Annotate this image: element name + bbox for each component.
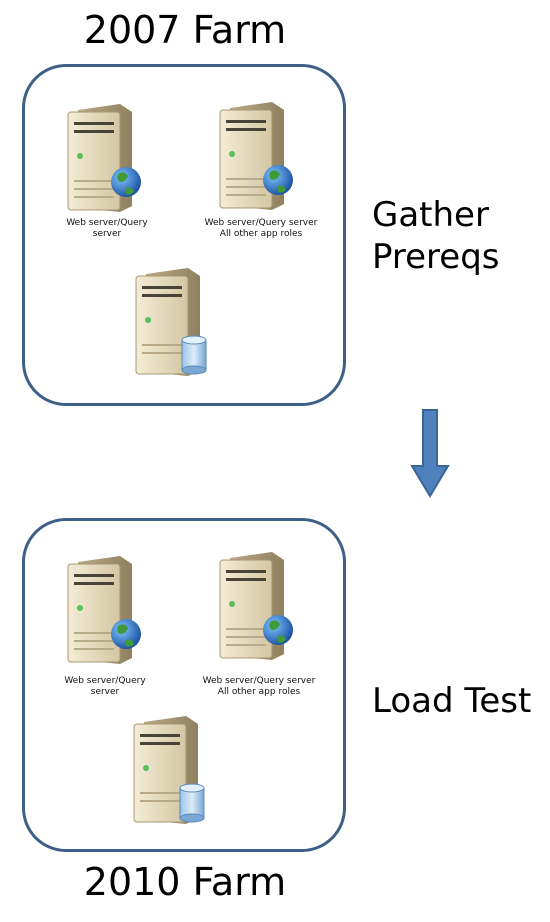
server-web-query-icon: [60, 98, 152, 216]
server-app-roles-icon: [212, 96, 304, 214]
server-caption: Web server/Query server: [64, 676, 146, 697]
server-web-query-icon: [60, 550, 152, 668]
server-caption: Web server/Query server All other app ro…: [204, 218, 318, 239]
database-server-icon: [128, 262, 220, 380]
server-caption: Web server/Query server: [66, 218, 148, 239]
step-load-test: Load Test: [372, 681, 532, 721]
farm-2007-title: 2007 Farm: [83, 8, 287, 52]
server-caption: Web server/Query server All other app ro…: [202, 676, 316, 697]
farm-2010-title: 2010 Farm: [83, 860, 287, 904]
server-app-roles-icon: [212, 546, 304, 664]
down-arrow-icon: [408, 408, 452, 500]
step-gather-prereqs: Gather Prereqs: [372, 195, 500, 277]
database-server-icon: [126, 710, 218, 828]
